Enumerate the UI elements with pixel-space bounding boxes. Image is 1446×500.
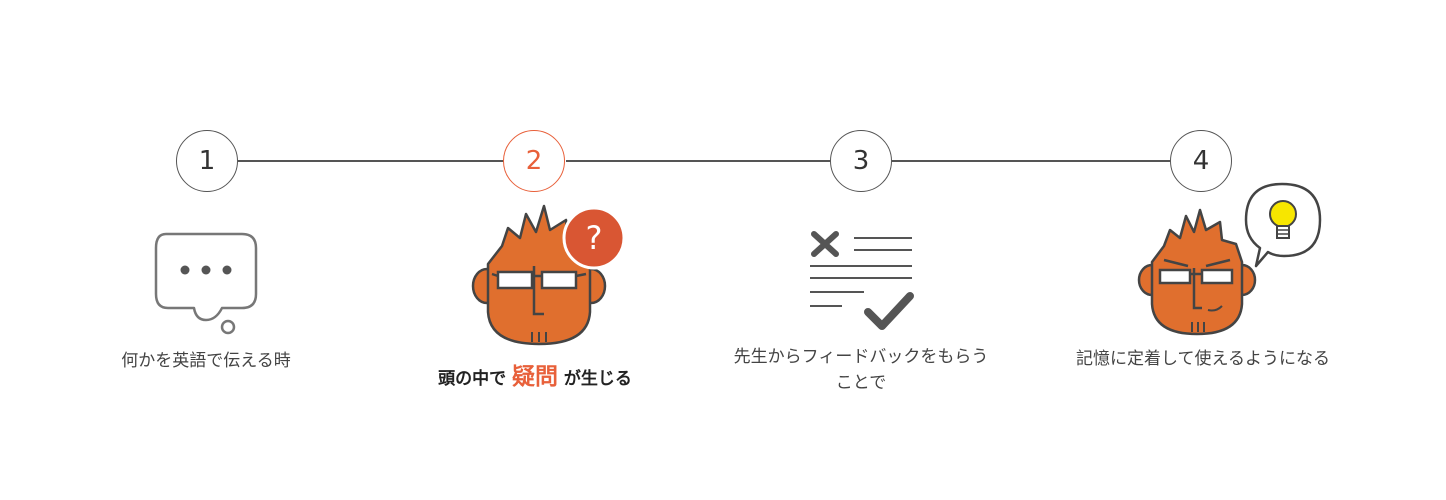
step-2-caption-pre: 頭の中で [438, 369, 507, 389]
step-2-number: 2 [503, 130, 565, 192]
step-4-caption: 記憶に定着して使えるようになる [1076, 349, 1330, 369]
lightbulb-icon [1244, 182, 1322, 268]
question-mark: ? [586, 219, 603, 257]
step-4-number: 4 [1170, 130, 1232, 192]
connector-line [892, 160, 1170, 162]
step-2-caption-post: が生じる [563, 369, 632, 389]
step-3-caption: 先生からフィードバックをもらう ことで [700, 344, 1022, 396]
step-1-number: 1 [176, 130, 238, 192]
connector-line [238, 160, 504, 162]
enlightened-face-icon [1137, 208, 1257, 336]
question-badge-icon: ? [562, 206, 626, 270]
feedback-document-icon [810, 231, 914, 330]
connector-line [566, 160, 830, 162]
speech-bubble-icon [154, 232, 258, 335]
step-3-number: 3 [830, 130, 892, 192]
step-1-caption: 何かを英語で伝える時 [121, 351, 291, 371]
step-3-caption-line1: 先生からフィードバックをもらう [733, 347, 989, 367]
step-2-caption: 頭の中で 疑問 が生じる [420, 364, 650, 392]
step-2-caption-highlight: 疑問 [512, 364, 558, 390]
step-3-caption-line2: ことで [835, 373, 887, 393]
